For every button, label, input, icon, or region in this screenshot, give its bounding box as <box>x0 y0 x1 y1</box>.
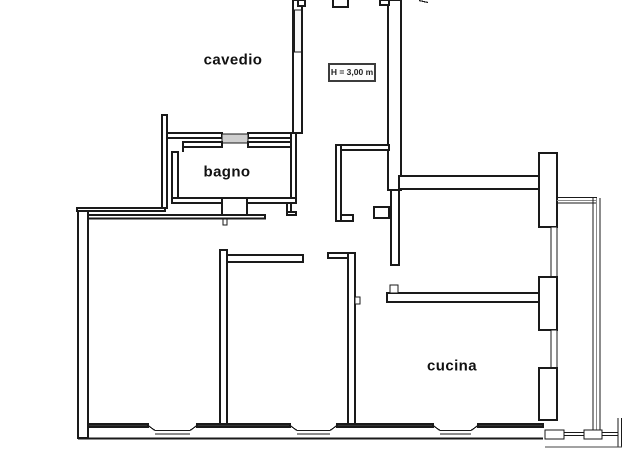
wall <box>538 367 558 421</box>
room-label-cucina: cucina <box>427 357 477 375</box>
wall-inner <box>196 423 291 428</box>
hallway-walls <box>76 202 297 220</box>
wall <box>226 254 304 263</box>
wall-foot <box>340 214 354 222</box>
wall <box>219 249 228 425</box>
east-wall <box>538 152 558 421</box>
wall-tick <box>354 296 361 305</box>
wall <box>538 152 558 228</box>
wall-inner <box>477 423 544 428</box>
wall <box>171 197 223 204</box>
wall-jamb <box>389 284 399 294</box>
balcony-corner <box>544 418 623 448</box>
wall <box>386 292 541 303</box>
wall <box>390 189 400 266</box>
wall-stub <box>418 0 429 4</box>
wall <box>538 276 558 331</box>
window-sill <box>221 133 249 144</box>
wall <box>182 141 223 148</box>
door-jamb-block <box>221 197 248 218</box>
window-symbol <box>289 425 338 435</box>
wall <box>290 132 297 204</box>
wall-outer-west <box>77 210 89 439</box>
wall-notch <box>379 0 390 6</box>
window-symbol <box>147 425 198 435</box>
wall-inner <box>87 423 149 428</box>
room-label-bagno: bagno <box>203 163 251 181</box>
wall-stub <box>332 0 349 8</box>
wall <box>292 0 303 134</box>
window-symbol <box>432 425 479 435</box>
wall <box>247 141 297 148</box>
window-symbol <box>293 9 303 53</box>
wall <box>387 0 402 191</box>
interior-partitions <box>219 175 541 425</box>
wall-face <box>550 329 558 369</box>
wall <box>335 144 342 222</box>
wall-face <box>550 226 558 278</box>
wall-flange <box>327 252 349 259</box>
sill-block <box>583 429 603 440</box>
wall <box>166 132 223 139</box>
room-label-cavedio: cavedio <box>203 51 263 69</box>
ceiling-height-badge: H = 3,00 m <box>328 63 376 82</box>
sill-block <box>544 429 565 440</box>
door-jamb-foot <box>286 211 297 216</box>
south-wall <box>78 423 544 440</box>
wall <box>335 144 390 151</box>
balcony-glazing <box>557 197 601 431</box>
wall <box>76 207 166 212</box>
wall <box>398 175 541 190</box>
wall <box>247 132 294 139</box>
wall <box>86 214 266 220</box>
wall-inner <box>336 423 434 428</box>
wall <box>161 114 168 209</box>
wall-pilaster <box>373 206 390 219</box>
wall <box>347 252 356 425</box>
wall <box>171 151 179 204</box>
central-spine-walls <box>335 144 400 266</box>
cavedio-shaft-walls <box>292 0 429 191</box>
wall-notch <box>297 0 306 7</box>
